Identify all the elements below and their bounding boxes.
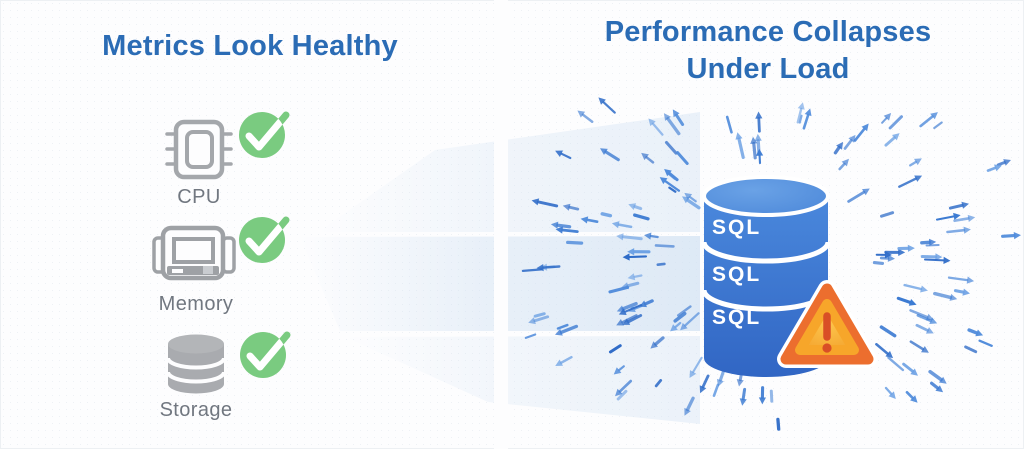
check-circle-icon: [239, 112, 286, 158]
metric-memory-row: Memory: [152, 217, 286, 315]
sql-band-label-3: SQL: [712, 306, 761, 329]
warning-triangle-icon: [777, 280, 877, 368]
cpu-label: CPU: [177, 186, 220, 208]
request-burst: [521, 97, 1021, 431]
memory-module-icon: [152, 225, 236, 281]
sql-band-label-2: SQL: [712, 263, 761, 286]
storage-label: Storage: [160, 399, 233, 421]
left-panel-title: Metrics Look Healthy: [102, 30, 398, 62]
memory-label: Memory: [159, 293, 234, 315]
right-panel-title: Performance Collapses Under Load: [512, 14, 1024, 88]
right-panel-title-line2: Under Load: [686, 53, 850, 85]
check-circle-icon: [240, 332, 287, 378]
cpu-chip-icon: [165, 119, 233, 180]
right-panel-title-line1: Performance Collapses: [604, 16, 932, 48]
metric-cpu-row: CPU: [165, 112, 286, 208]
sql-band-label-1: SQL: [712, 216, 761, 239]
metric-storage-row: Storage: [160, 332, 287, 421]
load-beam: [300, 112, 700, 424]
check-circle-icon: [239, 217, 286, 263]
storage-cylinder-icon: [166, 334, 226, 394]
